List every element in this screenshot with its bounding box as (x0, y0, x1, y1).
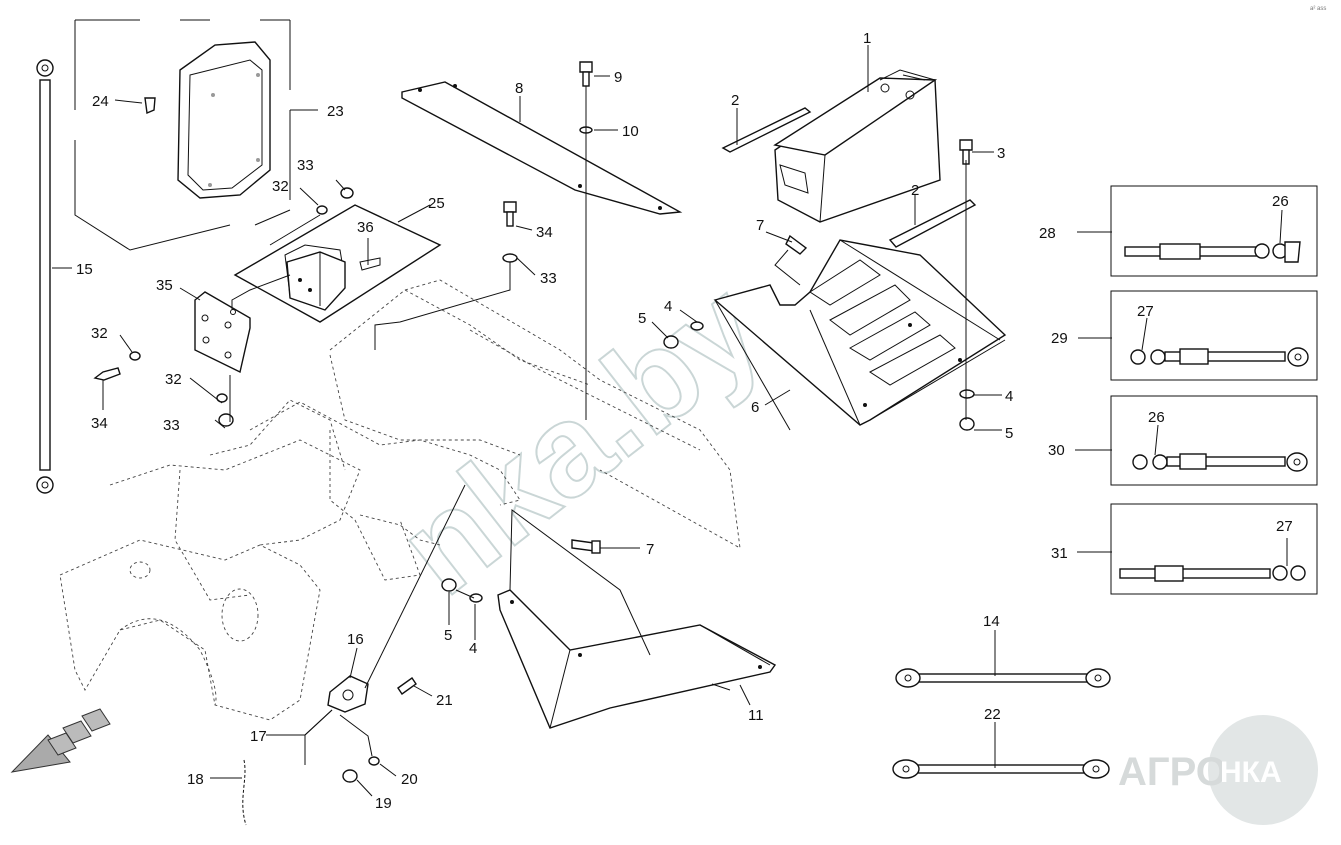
callout-1: 1 (863, 30, 871, 47)
callout-17: 17 (250, 728, 267, 745)
callout-33b: 33 (540, 270, 557, 287)
battery-tray-6 (713, 239, 1007, 431)
callout-30: 30 (1048, 442, 1065, 459)
callout-35: 35 (156, 277, 173, 294)
callout-6: 6 (751, 399, 759, 416)
callout-36: 36 (357, 219, 374, 236)
cover-23 (74, 19, 291, 251)
callout-32b: 32 (91, 325, 108, 342)
cable-15 (36, 59, 54, 494)
rod-17 (304, 709, 333, 765)
callout-5b: 5 (1005, 425, 1013, 442)
switch-16 (327, 675, 369, 713)
callout-14: 14 (983, 613, 1000, 630)
callout-32c: 32 (165, 371, 182, 388)
mounting-plate-25 (233, 204, 442, 323)
callout-27b: 27 (1276, 518, 1293, 535)
callout-33a: 33 (297, 157, 314, 174)
callout-34a: 34 (536, 224, 553, 241)
callout-16: 16 (347, 631, 364, 648)
callout-23: 23 (327, 103, 344, 120)
callout-3: 3 (997, 145, 1005, 162)
callout-5a: 5 (638, 310, 646, 327)
cable-kit-29 (1110, 290, 1318, 381)
chain-18 (242, 759, 247, 826)
callout-19: 19 (375, 795, 392, 812)
callout-15: 15 (76, 261, 93, 278)
leader-lines (52, 45, 1288, 797)
callout-26a: 26 (1272, 193, 1289, 210)
cable-14 (895, 668, 1111, 688)
callout-5c: 5 (444, 627, 452, 644)
clip-24 (144, 97, 156, 115)
cable-kit-31 (1110, 503, 1318, 595)
callout-31: 31 (1051, 545, 1068, 562)
callout-7b: 7 (646, 541, 654, 558)
callout-33c: 33 (163, 417, 180, 434)
cable-kit-28 (1110, 185, 1318, 277)
callout-32a: 32 (272, 178, 289, 195)
callout-18: 18 (187, 771, 204, 788)
strap-8 (401, 81, 683, 215)
callout-4b: 4 (1005, 388, 1013, 405)
callout-10: 10 (622, 123, 639, 140)
cable-22 (892, 759, 1110, 779)
logo-left-text: АГРО (1118, 750, 1227, 794)
callout-24: 24 (92, 93, 109, 110)
corner-mark: a² ass (1310, 6, 1326, 12)
battery-1 (773, 69, 941, 223)
bracket-35 (194, 274, 291, 374)
shield-11 (497, 509, 777, 729)
agro-nka-logo: АГРО НКА (1118, 715, 1318, 825)
clamp-bar-2b (888, 199, 977, 248)
cable-kit-30 (1110, 395, 1318, 486)
callout-2b: 2 (911, 182, 919, 199)
callout-29: 29 (1051, 330, 1068, 347)
callout-4a: 4 (664, 298, 672, 315)
callout-9: 9 (614, 69, 622, 86)
callout-27a: 27 (1137, 303, 1154, 320)
callout-8: 8 (515, 80, 523, 97)
callout-25: 25 (428, 195, 445, 212)
tractor-frame (59, 279, 741, 721)
callout-34b: 34 (91, 415, 108, 432)
clamp-bar-2a (721, 107, 812, 153)
direction-arrow (10, 708, 111, 773)
callout-22: 22 (984, 706, 1001, 723)
callout-7a: 7 (756, 217, 764, 234)
callout-21: 21 (436, 692, 453, 709)
callout-2a: 2 (731, 92, 739, 109)
callout-26b: 26 (1148, 409, 1165, 426)
callout-11: 11 (748, 707, 764, 724)
callout-20: 20 (401, 771, 418, 788)
callouts: 1 2 2 3 4 4 4 5 5 5 6 7 7 8 9 10 11 14 1… (76, 30, 1293, 812)
callout-28: 28 (1039, 225, 1056, 242)
logo-right-text: НКА (1220, 756, 1282, 789)
callout-4c: 4 (469, 640, 477, 657)
